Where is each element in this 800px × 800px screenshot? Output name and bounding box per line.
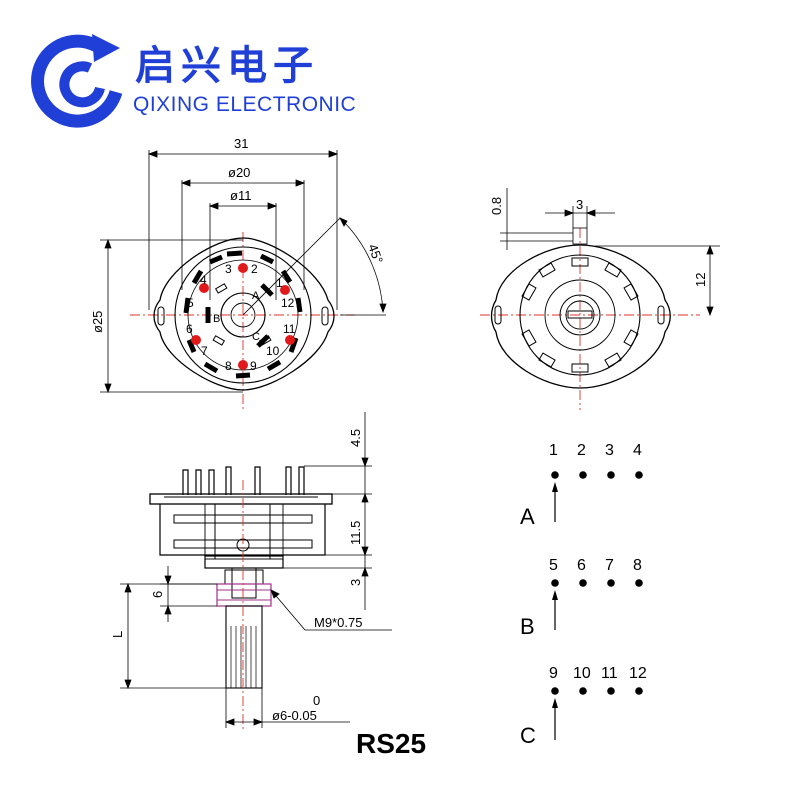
rear-view: 3 0.8 12 [480,188,720,410]
schematic-pin-1: 1 [549,442,558,459]
dim-tolerance-upper: 0 [313,693,320,708]
pin-label-12: 12 [281,296,295,310]
schematic-pin-6: 6 [577,557,586,574]
brand-name-english: QIXING ELECTRONIC [133,93,357,116]
pole-b: 5 6 7 8 B [520,557,643,639]
wiper-label-b: B [213,313,220,325]
dim-diameter-11: ø11 [230,188,251,203]
schematic-pole-label-c: C [520,723,536,748]
schematic-pin-2: 2 [577,442,586,459]
schematic-pin-7: 7 [605,557,614,574]
pole-c: 9 10 11 12 C [520,665,647,748]
switch-schematic: 1 2 3 4 A 5 6 [520,442,647,748]
pin-label-2: 2 [251,262,258,276]
pin-label-3: 3 [225,262,232,276]
schematic-pin-4: 4 [633,442,642,459]
pole-a: 1 2 3 4 A [520,442,643,529]
pin-label-11: 11 [283,322,296,336]
pin-label-4: 4 [200,273,207,287]
schematic-pin-3: 3 [605,442,614,459]
pin-label-8: 8 [225,359,232,373]
dim-flat-width-3: 3 [576,197,583,212]
schematic-pin-9: 9 [549,665,558,682]
schematic-pin-11: 11 [601,665,618,682]
dim-shaft-diameter: ø6-0.05 [272,708,317,723]
dim-angle-45: 45° [365,242,386,266]
qixing-logo-icon [31,34,123,128]
model-number: RS25 [356,728,427,759]
brand-name-chinese: 启兴电子 [135,43,319,89]
pin-label-9: 9 [250,359,257,373]
dim-diameter-25: ø25 [90,311,105,333]
dim-height-12: 12 [693,273,708,287]
dim-shaft-length-L: L [110,631,125,638]
schematic-pin-5: 5 [549,557,558,574]
front-view: 3 2 1 4 5 12 6 11 7 10 8 9 A B C [90,136,387,410]
schematic-pole-label-a: A [520,504,535,529]
dim-thread-length-6: 6 [150,591,165,598]
pin-label-6: 6 [186,322,193,336]
schematic-pole-label-b: B [520,614,535,639]
dim-pin-height-4.5: 4.5 [348,429,363,447]
dim-thread-m9: M9*0.75 [314,615,362,630]
wiper-label-c: C [252,331,260,343]
wiper-label-a: A [252,290,260,302]
dim-flat-depth-0.8: 0.8 [489,197,504,215]
dim-body-height-11.5: 11.5 [348,521,363,545]
pin-label-1: 1 [276,276,283,290]
schematic-pin-12: 12 [629,665,647,682]
pin-label-10: 10 [266,344,280,358]
dim-31: 31 [234,136,248,151]
dim-bushing-3: 3 [348,579,363,586]
side-view: 4.5 11.5 3 6 L M9*0.75 0 ø6-0.05 [110,412,392,730]
dim-diameter-20: ø20 [228,165,250,180]
pin-label-5: 5 [187,296,194,310]
schematic-pin-8: 8 [633,557,642,574]
schematic-pin-10: 10 [573,665,591,682]
pin-label-7: 7 [201,344,208,358]
